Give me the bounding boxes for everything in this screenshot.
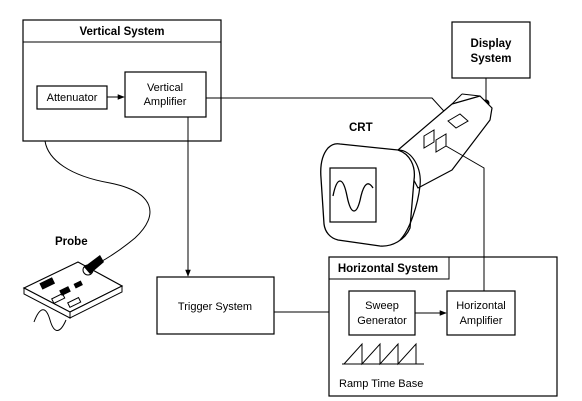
display-system-label-1: Display	[471, 38, 513, 50]
horizontal-signal-line	[445, 145, 485, 291]
horizontal-system-title: Horizontal System	[338, 263, 438, 275]
vertical-system-block: Vertical System Attenuator Vertical Ampl…	[22, 19, 222, 142]
trigger-system-block: Trigger System	[156, 276, 275, 335]
crt-label: CRT	[349, 122, 373, 134]
crt-sine-trace	[332, 180, 374, 212]
trigger-system-label: Trigger System	[178, 301, 252, 313]
sweep-generator-label-2: Generator	[357, 315, 407, 327]
crt-tube	[320, 93, 493, 247]
vertical-amplifier-label-2: Amplifier	[144, 96, 187, 108]
display-system-label-2: System	[471, 53, 512, 65]
horizontal-amplifier-block: Horizontal Amplifier	[446, 290, 516, 336]
probe-label: Probe	[55, 236, 88, 248]
attenuator-block: Attenuator	[36, 85, 108, 110]
vertical-deflection-plates	[447, 113, 469, 129]
probe-cable	[44, 140, 151, 267]
display-system-block: Display System	[451, 21, 531, 79]
probe-circuit-board	[22, 255, 124, 319]
probe-signal-wave	[33, 309, 67, 331]
horizontal-system-block: Horizontal System Sweep Generator Horizo…	[328, 256, 558, 397]
horizontal-amplifier-label-1: Horizontal	[456, 300, 506, 312]
vertical-signal-line	[206, 97, 453, 121]
vertical-amplifier-block: Vertical Amplifier	[124, 71, 207, 118]
ramp-time-base-label: Ramp Time Base	[339, 378, 423, 390]
sweep-generator-block: Sweep Generator	[348, 290, 416, 336]
vertical-amplifier-label-1: Vertical	[147, 82, 183, 94]
vertical-system-title: Vertical System	[79, 26, 164, 38]
horizontal-amplifier-label-2: Amplifier	[460, 315, 503, 327]
ramp-waveform	[342, 342, 424, 366]
attenuator-label: Attenuator	[47, 92, 98, 104]
crt-screen	[329, 167, 377, 223]
sweep-generator-label-1: Sweep	[365, 300, 399, 312]
